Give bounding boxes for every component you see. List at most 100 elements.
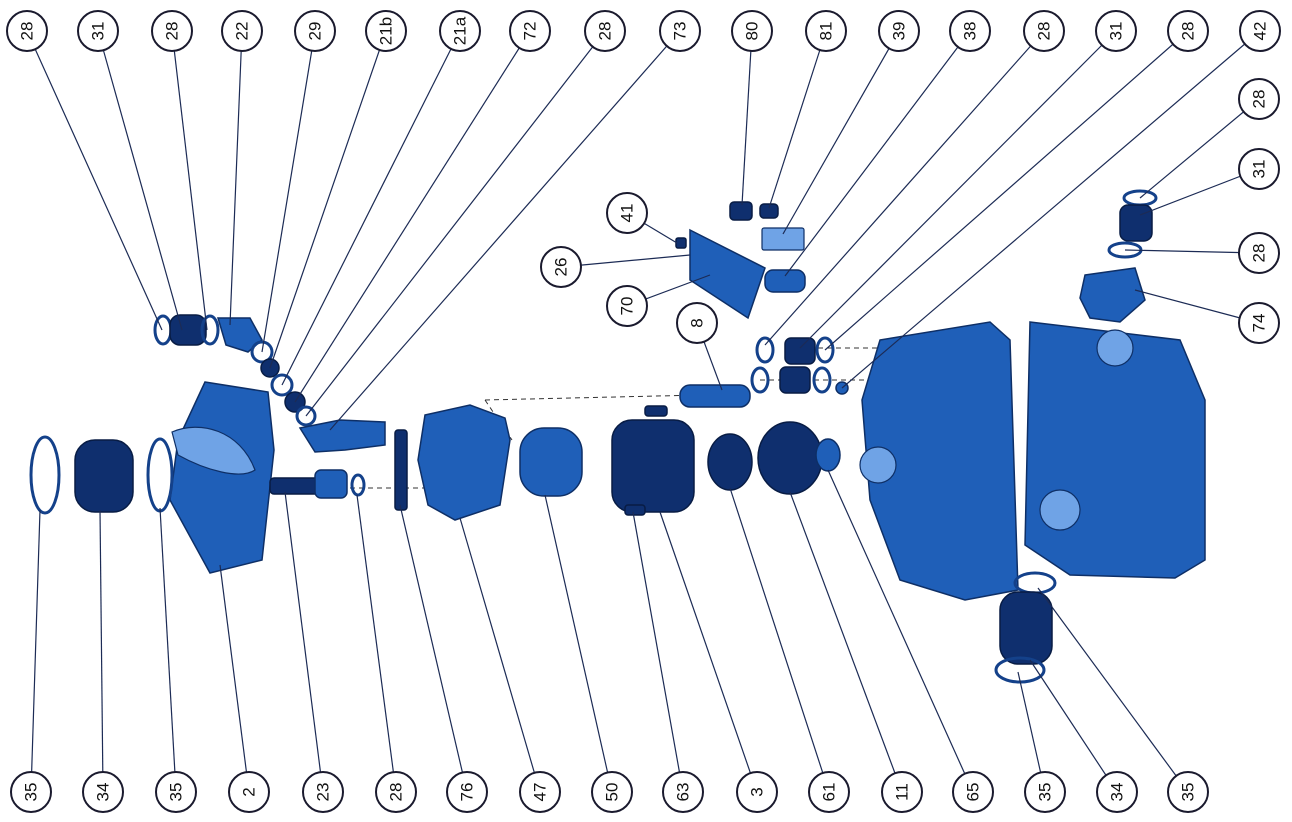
callout-number: 47	[531, 783, 550, 802]
leader-line	[544, 494, 613, 793]
callout-number: 35	[167, 783, 186, 802]
callout-number: 63	[674, 783, 693, 802]
leader-line	[281, 30, 461, 386]
callout-number: 21b	[377, 17, 396, 45]
callout-number: 39	[890, 22, 909, 41]
callout-number: 28	[596, 22, 615, 41]
callout-circle	[155, 771, 197, 813]
disc	[707, 433, 753, 491]
callout-number: 23	[314, 783, 333, 802]
leader-line	[784, 30, 971, 277]
callout-circle	[302, 771, 344, 813]
part-callout: 47	[519, 771, 561, 813]
callout-circle	[606, 285, 648, 327]
callout-circle	[949, 10, 991, 52]
sleeve-31-lower	[779, 366, 811, 394]
bracket-70	[689, 228, 766, 320]
cylinder-50	[519, 427, 583, 497]
leader-line	[560, 254, 691, 268]
callout-circle	[294, 10, 336, 52]
hose-top	[169, 314, 207, 346]
part-callout: 28	[1023, 10, 1065, 52]
leader-line	[459, 517, 541, 793]
part-callout: 65	[952, 771, 994, 813]
callout-number: 34	[1108, 783, 1127, 802]
bolt-41	[675, 237, 687, 249]
callout-number: 34	[94, 783, 113, 802]
callout-circle	[228, 771, 270, 813]
cap-74	[1079, 267, 1146, 323]
callout-number: 28	[18, 22, 37, 41]
part-callout: 76	[446, 771, 488, 813]
callout-number: 28	[1179, 22, 1198, 41]
leader-line	[97, 30, 183, 331]
part-callout: 2	[228, 771, 270, 813]
part-callout: 61	[808, 771, 850, 813]
leader-line	[30, 509, 41, 793]
leader-line	[99, 509, 104, 793]
callout-circle	[221, 10, 263, 52]
part-callout: 28	[375, 771, 417, 813]
part-81	[759, 203, 779, 219]
callout-circle	[6, 10, 48, 52]
leader-line	[284, 491, 324, 793]
part-callout: 8	[676, 302, 718, 344]
pipe-8	[679, 384, 751, 408]
hose-clamp-left	[29, 435, 61, 515]
callout-number: 35	[22, 783, 41, 802]
part-callout: 38	[949, 10, 991, 52]
callout-circle	[1238, 78, 1280, 120]
callout-circle	[1096, 771, 1138, 813]
callout-circle	[151, 10, 193, 52]
leader-line	[219, 564, 250, 793]
part-callout: 3	[736, 771, 778, 813]
leader-line	[632, 511, 684, 793]
leader-line	[659, 511, 758, 793]
part-callout: 50	[591, 771, 633, 813]
callout-circle	[1167, 10, 1209, 52]
part-callout: 31	[1238, 148, 1280, 190]
part-callout: 28	[6, 10, 48, 52]
leader-line	[1029, 659, 1118, 793]
callout-circle	[736, 771, 778, 813]
fitting-28	[295, 405, 317, 427]
tank-port-upper	[1096, 329, 1134, 367]
leader-line	[305, 30, 606, 417]
sleeve-31-right	[1119, 204, 1153, 242]
leader-line	[294, 30, 531, 403]
leader-line	[1124, 249, 1260, 254]
oring-side-b	[815, 336, 835, 364]
part-callout: 11	[881, 771, 923, 813]
leader-line	[159, 507, 177, 793]
part-callout: 42	[1239, 10, 1281, 52]
leader-line	[824, 30, 1189, 351]
part-callout: 41	[606, 192, 648, 234]
callout-circle	[659, 10, 701, 52]
callout-number: 50	[603, 783, 622, 802]
leader-line	[26, 30, 163, 331]
leader-line	[171, 30, 208, 331]
callout-circle	[375, 771, 417, 813]
fitting-21a	[270, 373, 294, 397]
callout-circle	[1167, 771, 1209, 813]
callout-number: 65	[964, 783, 983, 802]
callout-circle	[878, 10, 920, 52]
callout-circle	[1024, 771, 1066, 813]
part-callout: 31	[77, 10, 119, 52]
callout-circle	[1095, 10, 1137, 52]
leader-line	[729, 487, 830, 793]
callout-circle	[808, 771, 850, 813]
part-callout: 29	[294, 10, 336, 52]
fitting-29	[250, 340, 274, 364]
callout-number: 70	[618, 297, 637, 316]
callout-circle	[439, 10, 481, 52]
leader-line	[764, 30, 1045, 346]
clamp-bottom-right-a	[1013, 571, 1057, 595]
leader-line	[799, 30, 1117, 349]
callout-circle	[365, 10, 407, 52]
callout-circle	[82, 771, 124, 813]
leader-line	[789, 491, 903, 793]
callout-number: 26	[552, 258, 571, 277]
callout-number: 3	[748, 787, 767, 796]
callout-circle	[519, 771, 561, 813]
